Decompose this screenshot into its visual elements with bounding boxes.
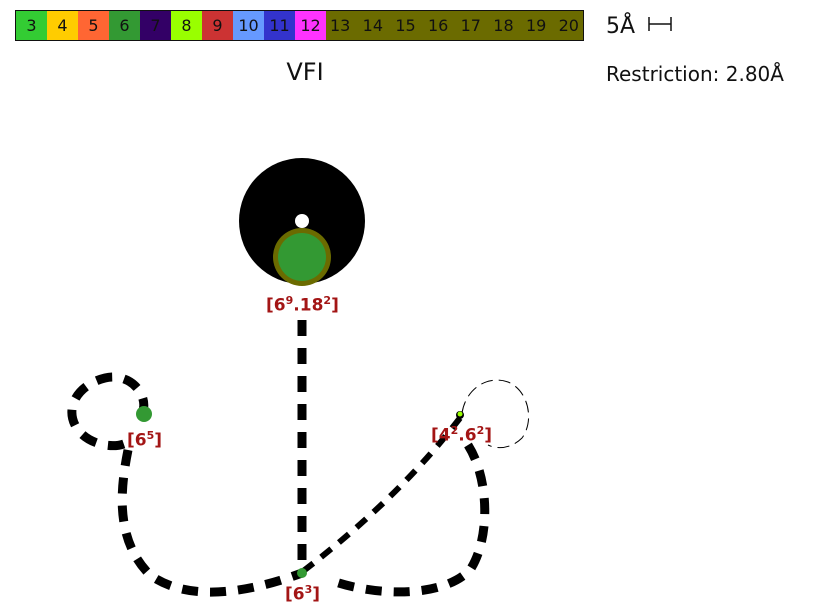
edge-right-bottom-thick <box>328 442 490 597</box>
scale-bar <box>648 17 672 31</box>
edge-right-bottom-thin <box>300 416 463 575</box>
legend-cell-6: 6 <box>109 11 140 40</box>
legend-cell-5: 5 <box>78 11 109 40</box>
legend-cell-9: 9 <box>202 11 233 40</box>
legend-cell-3: 3 <box>16 11 47 40</box>
node-label-right: [42.62] <box>431 424 493 446</box>
legend-cell-4: 4 <box>47 11 78 40</box>
node-label-bottom: [63] <box>285 583 321 605</box>
legend-cell-10: 10 <box>233 11 264 40</box>
edge-right-loop <box>461 379 530 449</box>
ring-6-inner <box>278 233 326 281</box>
legend-merged-label-18: 18 <box>493 16 514 35</box>
legend-cell-7: 7 <box>140 11 171 40</box>
node-label-top: [69.182] <box>266 294 339 316</box>
legend-merged-label-20: 20 <box>558 16 579 35</box>
legend-merged-label-16: 16 <box>427 16 449 35</box>
legend-merged-label-15: 15 <box>395 16 416 35</box>
legend-merged-label-14: 14 <box>362 16 384 35</box>
restriction-text: Restriction: 2.80Å <box>606 62 784 86</box>
edge-left-bottom <box>117 449 304 597</box>
node-left-marker <box>136 406 152 422</box>
legend-cell-8: 8 <box>171 11 202 40</box>
legend-cell-12: 12 <box>295 11 326 40</box>
scale-label: 5Å <box>606 14 636 39</box>
legend-merged-label-19: 19 <box>525 16 547 35</box>
node-right-marker-inner <box>457 411 463 417</box>
framework-name: VFI <box>286 58 324 86</box>
cage-center-dot <box>295 214 309 228</box>
legend-cell-11: 11 <box>264 11 295 40</box>
node-bottom-marker <box>297 568 307 578</box>
legend-merged-label-17: 17 <box>460 16 481 35</box>
edge-left-loop <box>67 372 149 451</box>
legend-merged-label-13: 13 <box>330 16 351 35</box>
legend-cell-merged: 13 14 15 16 17 18 19 20 <box>326 11 583 40</box>
node-label-left: [65] <box>127 429 163 451</box>
